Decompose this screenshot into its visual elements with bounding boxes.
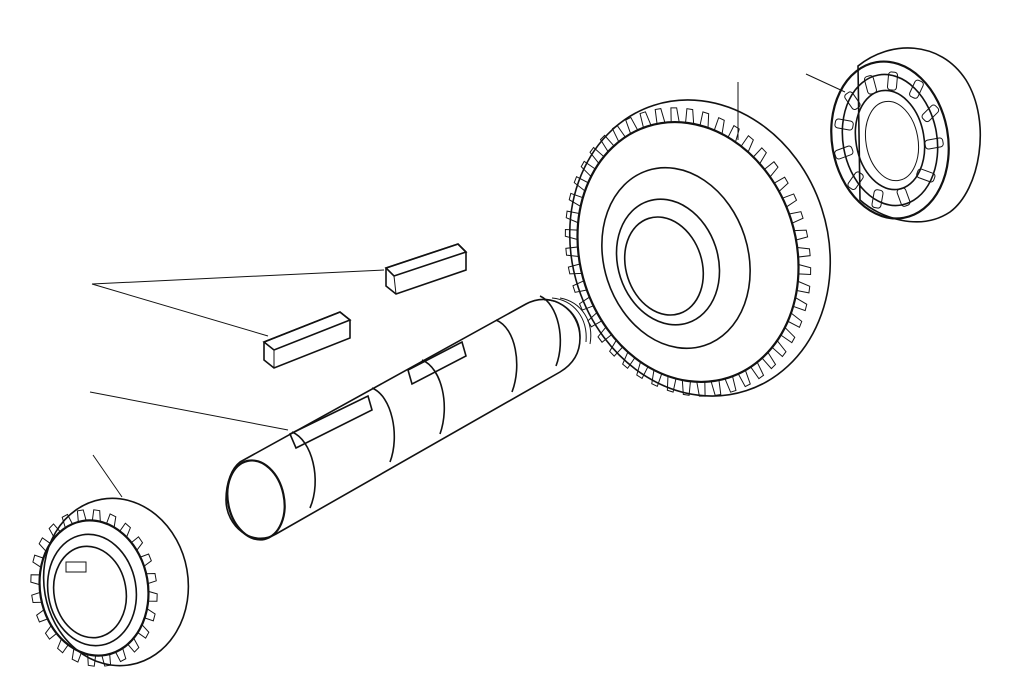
large-gear-tooth bbox=[797, 263, 812, 275]
large-gear-hub bbox=[615, 198, 721, 326]
small-gear-face bbox=[38, 519, 150, 657]
large-spur-gear bbox=[564, 99, 832, 397]
small-gear-hub-ring bbox=[46, 533, 138, 647]
shaft-keyway-upper bbox=[407, 340, 467, 386]
shaft-step-rings bbox=[291, 295, 562, 509]
shaft-keyway-lower bbox=[288, 394, 373, 450]
shaft-end-face bbox=[226, 459, 286, 541]
small-gear-bore bbox=[52, 545, 128, 639]
bearing-inner-ring bbox=[854, 89, 926, 191]
large-gear-tooth bbox=[609, 339, 624, 357]
large-gear-tooth bbox=[564, 229, 579, 241]
small-gear-keyway bbox=[65, 561, 87, 573]
large-gear-tooth bbox=[622, 351, 636, 369]
large-gear-tooth bbox=[654, 108, 666, 125]
key-lower bbox=[262, 311, 352, 369]
large-gear-tooth bbox=[773, 176, 789, 193]
large-gear-tooth bbox=[670, 107, 680, 123]
leader-line-shaft bbox=[89, 391, 289, 431]
large-gear-tooth bbox=[763, 161, 779, 178]
leader-line-small-gear bbox=[92, 454, 123, 498]
leader-line-keys-to-lower bbox=[91, 283, 269, 337]
small-spur-gear bbox=[30, 497, 190, 667]
large-gear-tooth bbox=[752, 147, 767, 165]
roller-bearing bbox=[830, 47, 982, 223]
shaft-threaded-end bbox=[543, 297, 592, 345]
large-gear-tooth bbox=[685, 108, 695, 125]
leader-line-bearing bbox=[805, 73, 846, 93]
large-gear-tooth bbox=[740, 135, 754, 153]
leader-line-keys-to-upper bbox=[91, 269, 385, 285]
small-gear-teeth bbox=[30, 509, 158, 667]
large-gear-tooth bbox=[597, 326, 613, 343]
large-gear-bore bbox=[623, 216, 705, 316]
key-upper bbox=[384, 243, 468, 295]
large-gear-hub-recess bbox=[601, 166, 751, 350]
large-gear-face bbox=[576, 121, 800, 383]
callout-leader-lines bbox=[89, 73, 846, 498]
splined-shaft bbox=[225, 295, 592, 541]
large-gear-tooth bbox=[696, 381, 706, 397]
bearing-bore bbox=[864, 100, 920, 182]
bearing-outer-ring bbox=[830, 60, 950, 220]
large-gear-tooth bbox=[710, 379, 722, 396]
